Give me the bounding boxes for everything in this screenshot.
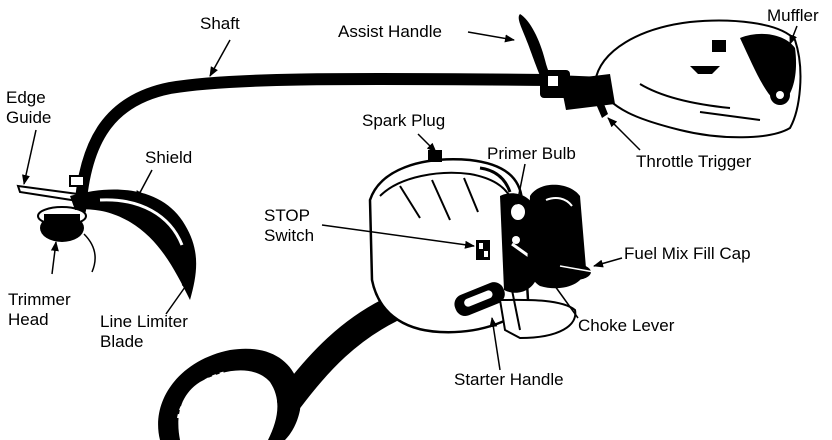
upper-engine: [593, 19, 802, 139]
lower-engine: [368, 150, 595, 340]
label-trimmer-head: Trimmer Head: [8, 290, 71, 330]
cutting-head-assembly: [16, 175, 197, 300]
label-line-limiter-line2: Blade: [100, 332, 144, 351]
callout-lines: [22, 25, 798, 371]
label-assist-handle: Assist Handle: [338, 22, 442, 41]
label-stop-switch-line2: Switch: [264, 226, 315, 245]
throttle-handle: [560, 74, 615, 110]
shaft: [74, 72, 566, 216]
label-edge-guide-line1: Edge: [6, 88, 46, 107]
starter-handle: [454, 282, 505, 316]
label-line-limiter-blade: Line Limiter Blade: [100, 312, 188, 352]
lower-shaft: [277, 297, 403, 413]
fuel-cap: [559, 264, 591, 280]
label-shield: Shield: [145, 148, 193, 167]
spark-plug: [428, 150, 442, 162]
label-edge-guide-line2: Guide: [6, 108, 52, 127]
label-muffler: Muffler: [767, 6, 819, 25]
shield: [70, 189, 197, 300]
label-fuel-mix-fill-cap: Fuel Mix Fill Cap: [624, 244, 751, 263]
label-stop-switch-line1: STOP: [264, 206, 310, 225]
label-choke-lever: Choke Lever: [578, 316, 675, 335]
throttle-trigger: [596, 104, 608, 118]
label-line-limiter-line1: Line Limiter: [100, 312, 188, 331]
fuel-tank: [527, 184, 586, 289]
label-throttle-trigger: Throttle Trigger: [636, 152, 752, 171]
label-trimmer-head-line2: Head: [8, 310, 49, 329]
label-shaft: Shaft: [200, 14, 240, 33]
label-edge-guide: Edge Guide: [6, 88, 51, 128]
label-trimmer-head-line1: Trimmer: [8, 290, 71, 309]
label-stop-switch: STOP Switch: [264, 206, 314, 246]
primer-bulb: [509, 202, 527, 222]
label-spark-plug: Spark Plug: [362, 111, 446, 130]
loop-handle: [158, 348, 301, 440]
label-starter-handle: Starter Handle: [454, 370, 564, 389]
label-primer-bulb: Primer Bulb: [487, 144, 576, 163]
